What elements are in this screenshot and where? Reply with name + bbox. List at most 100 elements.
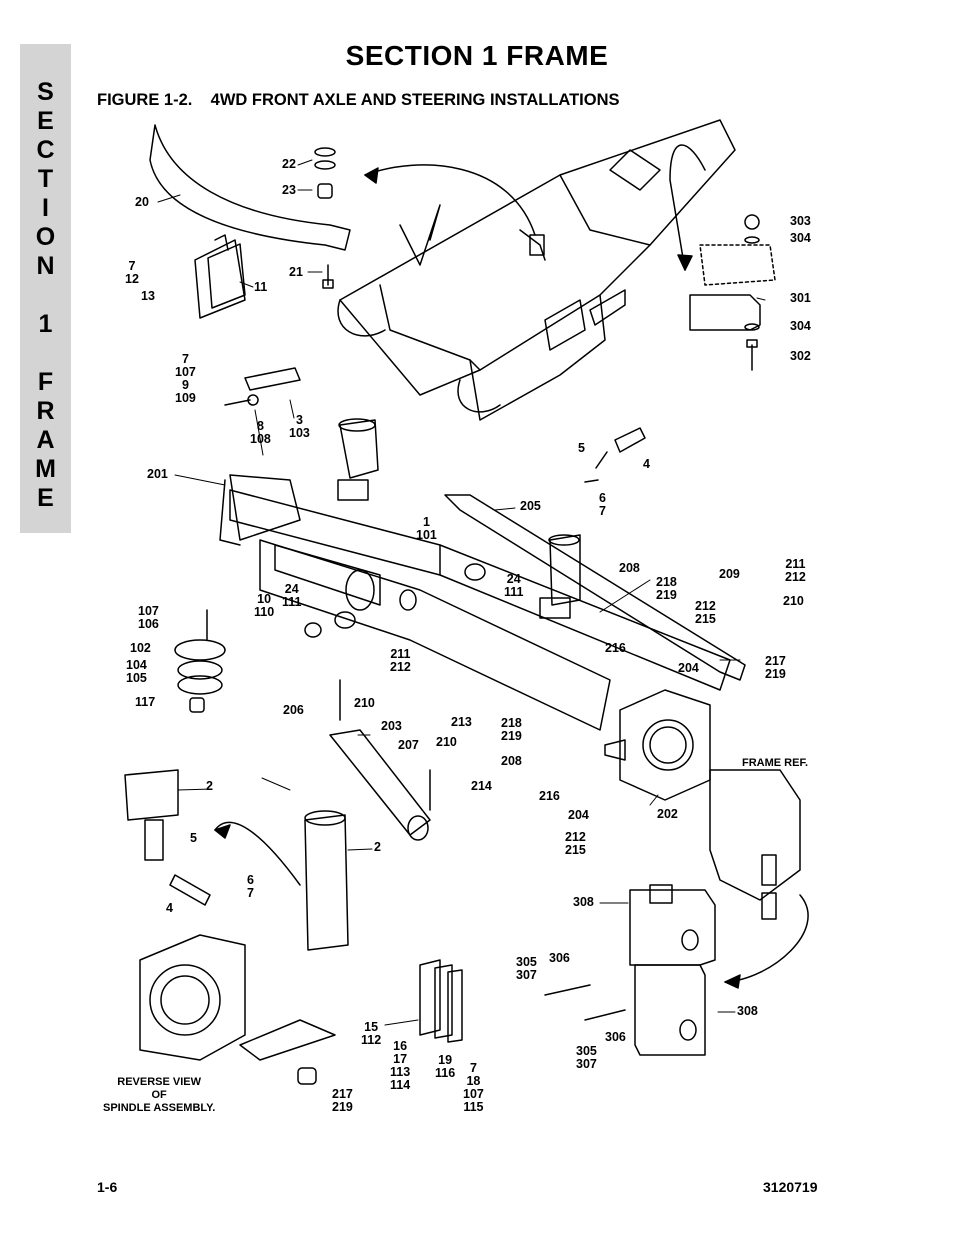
section-tab-letter: E bbox=[37, 107, 54, 135]
callout: 5 bbox=[190, 831, 197, 845]
bushing-24 bbox=[334, 611, 356, 629]
callout: 306 bbox=[549, 951, 570, 965]
bolt-21-and-washers bbox=[314, 147, 336, 289]
callout: 216 bbox=[539, 789, 560, 803]
callout: 210 bbox=[436, 735, 457, 749]
section-tab-letter: E bbox=[37, 484, 54, 512]
callout: 217 219 bbox=[332, 1087, 353, 1114]
section-tab-letter: S bbox=[37, 78, 54, 106]
callout: 203 bbox=[381, 719, 402, 733]
arrow-line bbox=[669, 144, 706, 271]
callout: 10 110 bbox=[254, 592, 275, 619]
callout: 22 bbox=[282, 157, 296, 171]
callout: 24 111 bbox=[282, 582, 302, 609]
arrow-line bbox=[214, 821, 301, 886]
document-number: 3120719 bbox=[763, 1179, 818, 1195]
arrow-head bbox=[364, 167, 379, 184]
callout: 308 bbox=[573, 895, 594, 909]
pin-3 bbox=[224, 367, 301, 406]
callout: 24 111 bbox=[504, 572, 524, 599]
callout: 201 bbox=[147, 467, 168, 481]
rubber-mount-102 bbox=[174, 609, 226, 713]
callout: 210 bbox=[783, 594, 804, 608]
page-number: 1-6 bbox=[97, 1179, 118, 1195]
section-tab-letter: F bbox=[37, 368, 54, 396]
callout: 2 bbox=[374, 840, 381, 854]
bushing-24 bbox=[464, 563, 486, 581]
callout: 305 307 bbox=[576, 1044, 597, 1071]
callout: 4 bbox=[643, 457, 650, 471]
callout: 104 105 bbox=[126, 658, 147, 685]
valve-301 bbox=[689, 214, 776, 371]
reverse-view-label: REVERSE VIEW OF SPINDLE ASSEMBLY. bbox=[103, 1076, 216, 1114]
callout: 204 bbox=[568, 808, 589, 822]
callout: 207 bbox=[398, 738, 419, 752]
callout: 211 212 bbox=[785, 557, 806, 584]
callout: 23 bbox=[282, 183, 296, 197]
cylinder-203 bbox=[329, 679, 431, 841]
callout: 301 bbox=[790, 291, 811, 305]
callout: 13 bbox=[141, 289, 155, 303]
tie-rod-205 bbox=[444, 494, 746, 681]
frame-assembly bbox=[337, 119, 736, 421]
bracket-20 bbox=[149, 124, 351, 251]
pin-4 bbox=[584, 427, 646, 483]
arrow-line bbox=[364, 164, 536, 236]
callout: 208 bbox=[501, 754, 522, 768]
callout: 217 219 bbox=[765, 654, 786, 681]
pin-4 bbox=[169, 874, 211, 906]
callout: 205 bbox=[520, 499, 541, 513]
section-tab-letter: O bbox=[35, 223, 56, 251]
callout: 3 103 bbox=[289, 413, 310, 440]
reverse-spindle bbox=[139, 934, 336, 1085]
callout: 218 219 bbox=[501, 716, 522, 743]
callout: 216 bbox=[605, 641, 626, 655]
callout: 212 215 bbox=[565, 830, 586, 857]
part-11 bbox=[194, 234, 246, 319]
valve-308 bbox=[544, 884, 716, 1056]
callout: 2 bbox=[206, 779, 213, 793]
callout: 21 bbox=[289, 265, 303, 279]
callout: 19 116 bbox=[435, 1053, 456, 1080]
callout: 7 107 9 109 bbox=[175, 352, 196, 405]
callout: 8 108 bbox=[250, 419, 271, 446]
section-tab-letter: M bbox=[35, 455, 56, 483]
callout: 212 215 bbox=[695, 599, 716, 626]
callout: 206 bbox=[283, 703, 304, 717]
callout: 16 17 113 114 bbox=[390, 1039, 411, 1092]
arrow-head bbox=[677, 254, 693, 271]
callout: 209 bbox=[719, 567, 740, 581]
section-tab: S E C T I O N 1 F R A M E bbox=[20, 44, 71, 533]
leader-lines bbox=[157, 159, 766, 1026]
axle-beam bbox=[219, 474, 731, 731]
callout: 1 101 bbox=[416, 515, 437, 542]
section-tab-letter: I bbox=[42, 194, 49, 222]
callout: 4 bbox=[166, 901, 173, 915]
callout: 202 bbox=[657, 807, 678, 821]
callout: 11 bbox=[254, 280, 268, 294]
callout: 306 bbox=[605, 1030, 626, 1044]
callout: 6 7 bbox=[247, 873, 254, 900]
callout: 204 bbox=[678, 661, 699, 675]
callout: 302 bbox=[790, 349, 811, 363]
callout: 218 219 bbox=[656, 575, 677, 602]
shims bbox=[419, 959, 463, 1043]
callout: 304 bbox=[790, 319, 811, 333]
frame-ref-label: FRAME REF. bbox=[742, 757, 808, 769]
callout: 308 bbox=[737, 1004, 758, 1018]
figure-caption: FIGURE 1-2. 4WD FRONT AXLE AND STEERING … bbox=[97, 91, 620, 109]
section-tab-letter: C bbox=[36, 136, 55, 164]
callout: 107 106 bbox=[138, 604, 159, 631]
callout: 7 18 107 115 bbox=[463, 1061, 484, 1114]
section-tab-letter: 1 bbox=[38, 310, 53, 338]
callout: 303 bbox=[790, 214, 811, 228]
callout: 20 bbox=[135, 195, 149, 209]
callout: 305 307 bbox=[516, 955, 537, 982]
frame-ref-drawing bbox=[709, 769, 809, 989]
callout: 7 12 bbox=[125, 259, 139, 286]
callout: 304 bbox=[790, 231, 811, 245]
page-title: SECTION 1 FRAME bbox=[345, 40, 609, 71]
callout: 5 bbox=[578, 441, 585, 455]
cylinder-1 bbox=[274, 544, 417, 611]
